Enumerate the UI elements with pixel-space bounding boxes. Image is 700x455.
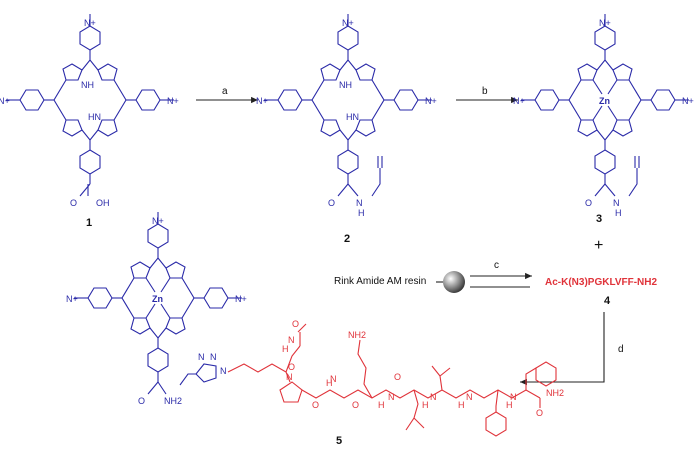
oxygen-label: O xyxy=(585,198,592,208)
arrow-c-label: c xyxy=(494,260,499,271)
compound-5-porphyrin: Zn N+ N+ N+ O NH2 xyxy=(66,211,247,406)
n-plus-top: N+ xyxy=(152,216,164,226)
n-plus-top: N+ xyxy=(84,18,96,28)
compound-4-label: 4 xyxy=(604,295,611,307)
oxygen-label: O xyxy=(138,396,145,406)
leu-nh-h: H xyxy=(422,400,429,410)
resin-bead-icon xyxy=(443,271,465,293)
n-plus-left: N+ xyxy=(0,96,10,106)
hn-label: HN xyxy=(346,112,359,122)
arrow-d-label: d xyxy=(618,344,624,355)
triazole-n1: N xyxy=(198,352,205,362)
n-plus-right: N+ xyxy=(235,294,247,304)
arrow-a-label: a xyxy=(222,86,228,97)
oh-label: OH xyxy=(96,198,110,208)
hydrogen-label: H xyxy=(615,208,622,218)
n-plus-top: N+ xyxy=(342,18,354,28)
hydrogen-label: H xyxy=(358,208,365,218)
lys-carbonyl-o: O xyxy=(288,362,295,372)
compound-1-label: 1 xyxy=(86,217,92,229)
compound-1-structure: N+ NH HN N+ N+ O OH xyxy=(0,13,179,208)
lys-carbonyl-o2: O xyxy=(394,372,401,382)
pro-nitrogen: N xyxy=(286,372,293,382)
n-plus-top: N+ xyxy=(599,18,611,28)
plus-sign: + xyxy=(594,237,603,254)
zinc-label: Zn xyxy=(152,294,163,304)
arrow-d xyxy=(520,312,605,386)
peptide-formula: Ac-K(N3)PGKLVFF-NH2 xyxy=(545,277,657,288)
gly-nh-h: H xyxy=(326,378,333,388)
n-plus-right: N+ xyxy=(682,96,694,106)
lys-nh-h: H xyxy=(378,400,385,410)
nitrogen-label: N xyxy=(356,198,363,208)
oxygen-label: O xyxy=(70,198,77,208)
compound-5-label: 5 xyxy=(336,435,342,447)
lys-nh-n: N xyxy=(388,392,395,402)
terminal-carbonyl-o: O xyxy=(536,408,543,418)
resin-label: Rink Amide AM resin xyxy=(334,276,426,287)
ac-nh-n: N xyxy=(288,335,295,345)
leu-nh-n: N xyxy=(430,392,437,402)
pro-carbonyl-o: O xyxy=(312,400,319,410)
gly-carbonyl-o: O xyxy=(352,400,359,410)
compound-3-label: 3 xyxy=(596,213,602,225)
n-plus-left: N+ xyxy=(256,96,268,106)
nh-label: NH xyxy=(81,80,94,90)
lys-nh2: NH2 xyxy=(348,330,366,340)
compound-2-structure: N+ NH HN N+ N+ O N H xyxy=(256,13,437,218)
arrow-b-label: b xyxy=(482,86,488,97)
oxygen-label: O xyxy=(328,198,335,208)
compound-2-label: 2 xyxy=(344,233,350,245)
ac-oxygen: O xyxy=(292,319,299,329)
triazole-linker: N N N xyxy=(179,352,227,386)
triazole-n3: N xyxy=(220,366,227,376)
compound-3-structure: Zn N+ N+ N+ O N H xyxy=(513,13,694,218)
val-nh-n: N xyxy=(466,392,473,402)
gly-nh-n: N xyxy=(330,374,337,384)
n-plus-right: N+ xyxy=(425,96,437,106)
terminal-nh2: NH2 xyxy=(546,388,564,398)
ac-nh-h: H xyxy=(282,344,289,354)
hn-label: HN xyxy=(88,112,101,122)
n-plus-left: N+ xyxy=(513,96,525,106)
nh-label: NH xyxy=(339,80,352,90)
phe-nh-h: H xyxy=(506,400,513,410)
peptide-chain: H N O N O O H N O NH2 H N O H N H N H N xyxy=(227,319,564,437)
val-nh-h: H xyxy=(458,400,465,410)
phe-nh-n: N xyxy=(510,392,517,402)
triazole-n2: N xyxy=(210,352,217,362)
n-plus-right: N+ xyxy=(167,96,179,106)
nitrogen-label: N xyxy=(613,198,620,208)
n-plus-left: N+ xyxy=(66,294,78,304)
zinc-label: Zn xyxy=(599,96,610,106)
amide-nh2-label: NH2 xyxy=(164,396,182,406)
